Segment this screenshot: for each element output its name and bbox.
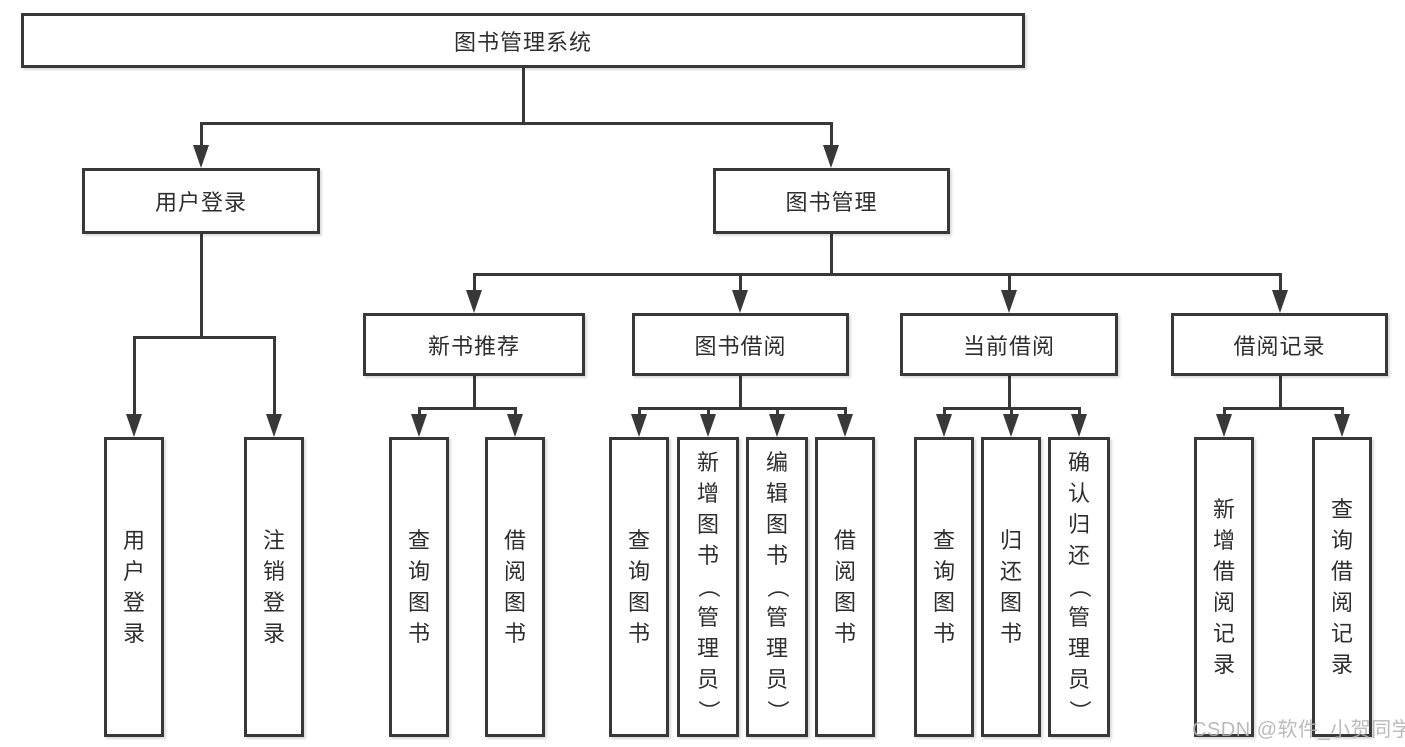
node-book-management: 图书管理 (713, 168, 950, 234)
arrowhead-down-icon (837, 414, 853, 437)
connector-line (1340, 407, 1344, 416)
arrowhead-down-icon (507, 414, 523, 437)
node-leaf-query-books-3: 查询图书 (914, 437, 974, 737)
node-user-login: 用户登录 (82, 168, 320, 234)
arrowhead-down-icon (1216, 414, 1232, 437)
node-leaf-edit-books-admin: 编辑图书（管理员） (746, 437, 808, 737)
connector-line (472, 273, 1282, 276)
arrowhead-down-icon (823, 145, 839, 168)
arrowhead-down-icon (1001, 290, 1017, 313)
arrowhead-down-icon (411, 414, 427, 437)
arrowhead-down-icon (769, 414, 785, 437)
node-label: 注销登录 (262, 527, 285, 646)
node-borrowing-records: 借阅记录 (1171, 313, 1388, 376)
arrowhead-down-icon (1334, 414, 1350, 437)
arrowhead-down-icon (1071, 414, 1087, 437)
node-root: 图书管理系统 (21, 13, 1025, 68)
node-label: 新增图书（管理员） (695, 450, 721, 723)
connector-line (1222, 407, 1344, 410)
connector-line (1007, 273, 1011, 292)
arrowhead-down-icon (1272, 290, 1288, 313)
node-leaf-query-books-2: 查询图书 (609, 437, 669, 737)
arrowhead-down-icon (266, 414, 282, 437)
connector-line (706, 407, 710, 416)
connector-line (132, 336, 136, 416)
watermark: CSDN @软件_小贺同学 (1192, 719, 1405, 741)
node-label: 查询图书 (932, 527, 955, 646)
node-current-borrowing: 当前借阅 (900, 313, 1118, 376)
connector-line (472, 273, 476, 292)
node-label: 借阅图书 (833, 527, 856, 646)
arrowhead-down-icon (1003, 414, 1019, 437)
connector-line (521, 68, 525, 125)
node-leaf-borrow-books-1: 借阅图书 (485, 437, 545, 737)
node-label: 图书借阅 (694, 333, 787, 359)
connector-line (417, 407, 421, 416)
arrowhead-down-icon (732, 290, 748, 313)
arrowhead-down-icon (936, 414, 952, 437)
node-label: 用户登录 (122, 527, 145, 646)
node-label: 新书推荐 (427, 333, 520, 359)
connector-line (1278, 376, 1282, 410)
node-leaf-confirm-return-admin: 确认归还（管理员） (1048, 437, 1110, 737)
node-label: 归还图书 (999, 527, 1022, 646)
arrowhead-down-icon (193, 145, 209, 168)
connector-line (1222, 407, 1226, 416)
connector-line (637, 407, 847, 410)
node-label: 借阅记录 (1233, 333, 1326, 359)
connector-line (472, 376, 476, 410)
node-label: 查询图书 (407, 527, 430, 646)
node-leaf-return-books: 归还图书 (981, 437, 1041, 737)
node-label: 查询图书 (627, 527, 650, 646)
node-leaf-user-login: 用户登录 (104, 437, 164, 737)
connector-line (132, 336, 276, 339)
connector-line (843, 407, 847, 416)
arrowhead-down-icon (631, 414, 647, 437)
connector-line (1077, 407, 1081, 416)
node-leaf-query-books-1: 查询图书 (389, 437, 449, 737)
node-leaf-add-borrow-record: 新增借阅记录 (1194, 437, 1254, 737)
connector-line (199, 122, 833, 125)
connector-line (942, 407, 946, 416)
connector-line (199, 234, 203, 339)
connector-line (417, 407, 517, 410)
arrowhead-down-icon (466, 290, 482, 313)
connector-line (829, 234, 833, 276)
connector-line (1278, 273, 1282, 292)
node-leaf-borrow-books-2: 借阅图书 (815, 437, 875, 737)
connector-line (738, 376, 742, 410)
node-label: 借阅图书 (503, 527, 526, 646)
arrowhead-down-icon (700, 414, 716, 437)
connector-line (1009, 407, 1013, 416)
connector-line (1007, 376, 1011, 410)
node-label: 用户登录 (154, 190, 247, 215)
node-leaf-logout: 注销登录 (244, 437, 304, 737)
connector-line (637, 407, 641, 416)
node-book-borrowing: 图书借阅 (632, 313, 849, 376)
node-label: 编辑图书（管理员） (764, 450, 790, 723)
node-label: 图书管理系统 (453, 29, 592, 55)
connector-line (272, 336, 276, 416)
connector-line (199, 122, 203, 147)
connector-line (775, 407, 779, 416)
node-label: 查询借阅记录 (1330, 496, 1353, 677)
connector-line (513, 407, 517, 416)
arrowhead-down-icon (126, 414, 142, 437)
node-leaf-add-books-admin: 新增图书（管理员） (677, 437, 739, 737)
node-label: 确认归还（管理员） (1066, 450, 1092, 723)
node-label: 新增借阅记录 (1212, 496, 1235, 677)
connector-line (738, 273, 742, 292)
node-label: 图书管理 (785, 190, 878, 215)
node-leaf-query-borrow-record: 查询借阅记录 (1312, 437, 1372, 737)
node-new-book-recommend: 新书推荐 (363, 313, 585, 376)
node-label: 当前借阅 (962, 333, 1055, 359)
connector-line (829, 122, 833, 147)
